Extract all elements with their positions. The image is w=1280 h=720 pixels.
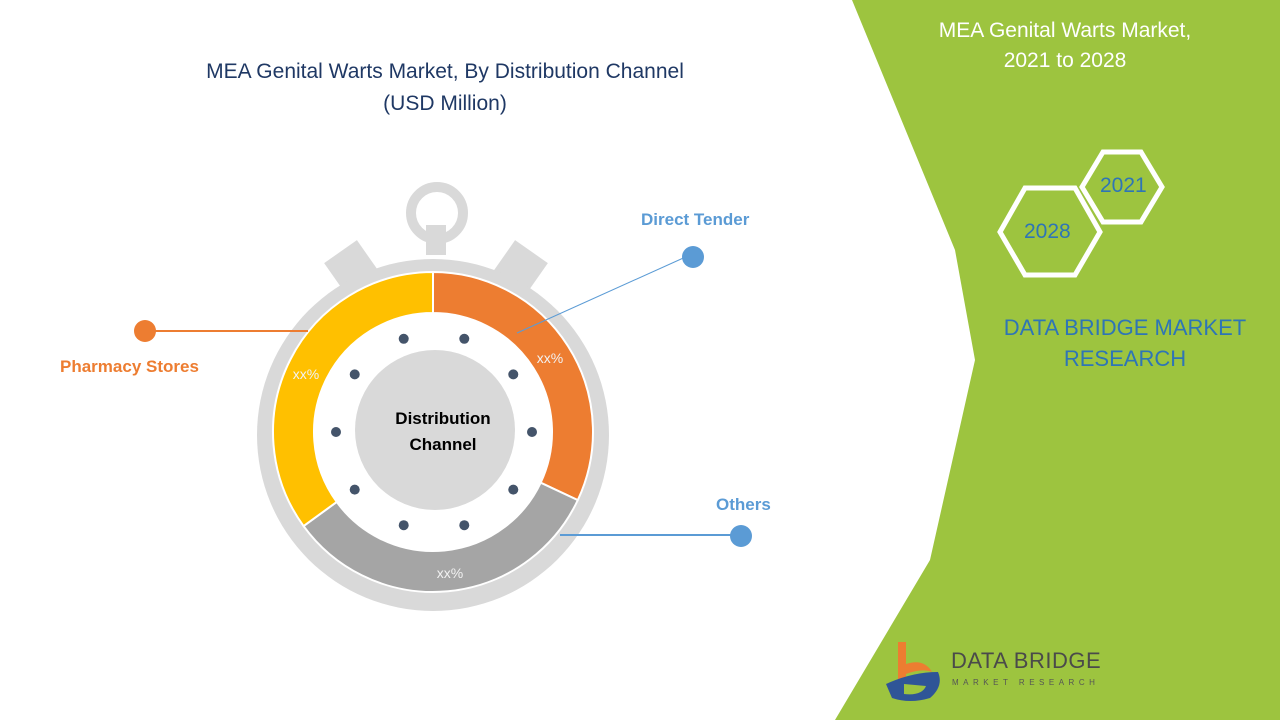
dial-dot — [349, 484, 360, 495]
dial-dot — [527, 427, 537, 437]
data-label-others: xx% — [437, 565, 463, 581]
title-line-2: (USD Million) — [383, 92, 507, 115]
leader-direct-tender — [516, 254, 691, 334]
legend-direct-tender: Direct Tender — [641, 210, 750, 229]
side-title: MEA Genital Warts Market, 2021 to 2028 — [900, 16, 1230, 76]
dial-dot — [508, 484, 519, 495]
logo-subtitle: MARKET RESEARCH — [952, 678, 1100, 687]
center-label-2: Channel — [409, 435, 476, 454]
dial-dot — [459, 333, 470, 344]
data-label-direct-tender: xx% — [537, 350, 563, 366]
legend-pharmacy-stores: Pharmacy Stores — [60, 357, 199, 376]
hexagon-2021 — [1079, 149, 1165, 225]
logo-name: DATA BRIDGE — [951, 648, 1102, 673]
center-label-1: Distribution — [395, 409, 490, 428]
brand-line-1: DATA BRIDGE MARKET — [1003, 315, 1247, 340]
dial-dot — [349, 369, 360, 380]
dial-dot — [398, 520, 409, 531]
data-label-pharmacy: xx% — [293, 366, 319, 382]
dial-dot — [398, 333, 409, 344]
marker-pharmacy — [134, 320, 156, 342]
legend-others: Others — [716, 495, 771, 514]
leader-lines — [134, 246, 752, 547]
year-2021: 2021 — [1100, 174, 1147, 197]
side-title-line-2: 2021 to 2028 — [1003, 49, 1127, 72]
title-line-1: MEA Genital Warts Market, By Distributio… — [206, 60, 684, 83]
brand-text: DATA BRIDGE MARKET RESEARCH — [985, 312, 1265, 374]
center-circle — [355, 350, 515, 510]
marker-others — [730, 525, 752, 547]
green-side-panel — [835, 0, 1280, 720]
brand-line-2: RESEARCH — [1063, 346, 1187, 371]
side-title-line-1: MEA Genital Warts Market, — [938, 19, 1192, 42]
dial-dot — [508, 369, 519, 380]
dial-dot — [331, 427, 341, 437]
chart-title: MEA Genital Warts Market, By Distributio… — [120, 56, 770, 120]
dial-dot — [459, 520, 470, 531]
logo-icon — [886, 642, 940, 701]
marker-direct-tender — [682, 246, 704, 268]
hexagon-2028 — [997, 185, 1103, 278]
year-2028: 2028 — [1024, 220, 1071, 243]
